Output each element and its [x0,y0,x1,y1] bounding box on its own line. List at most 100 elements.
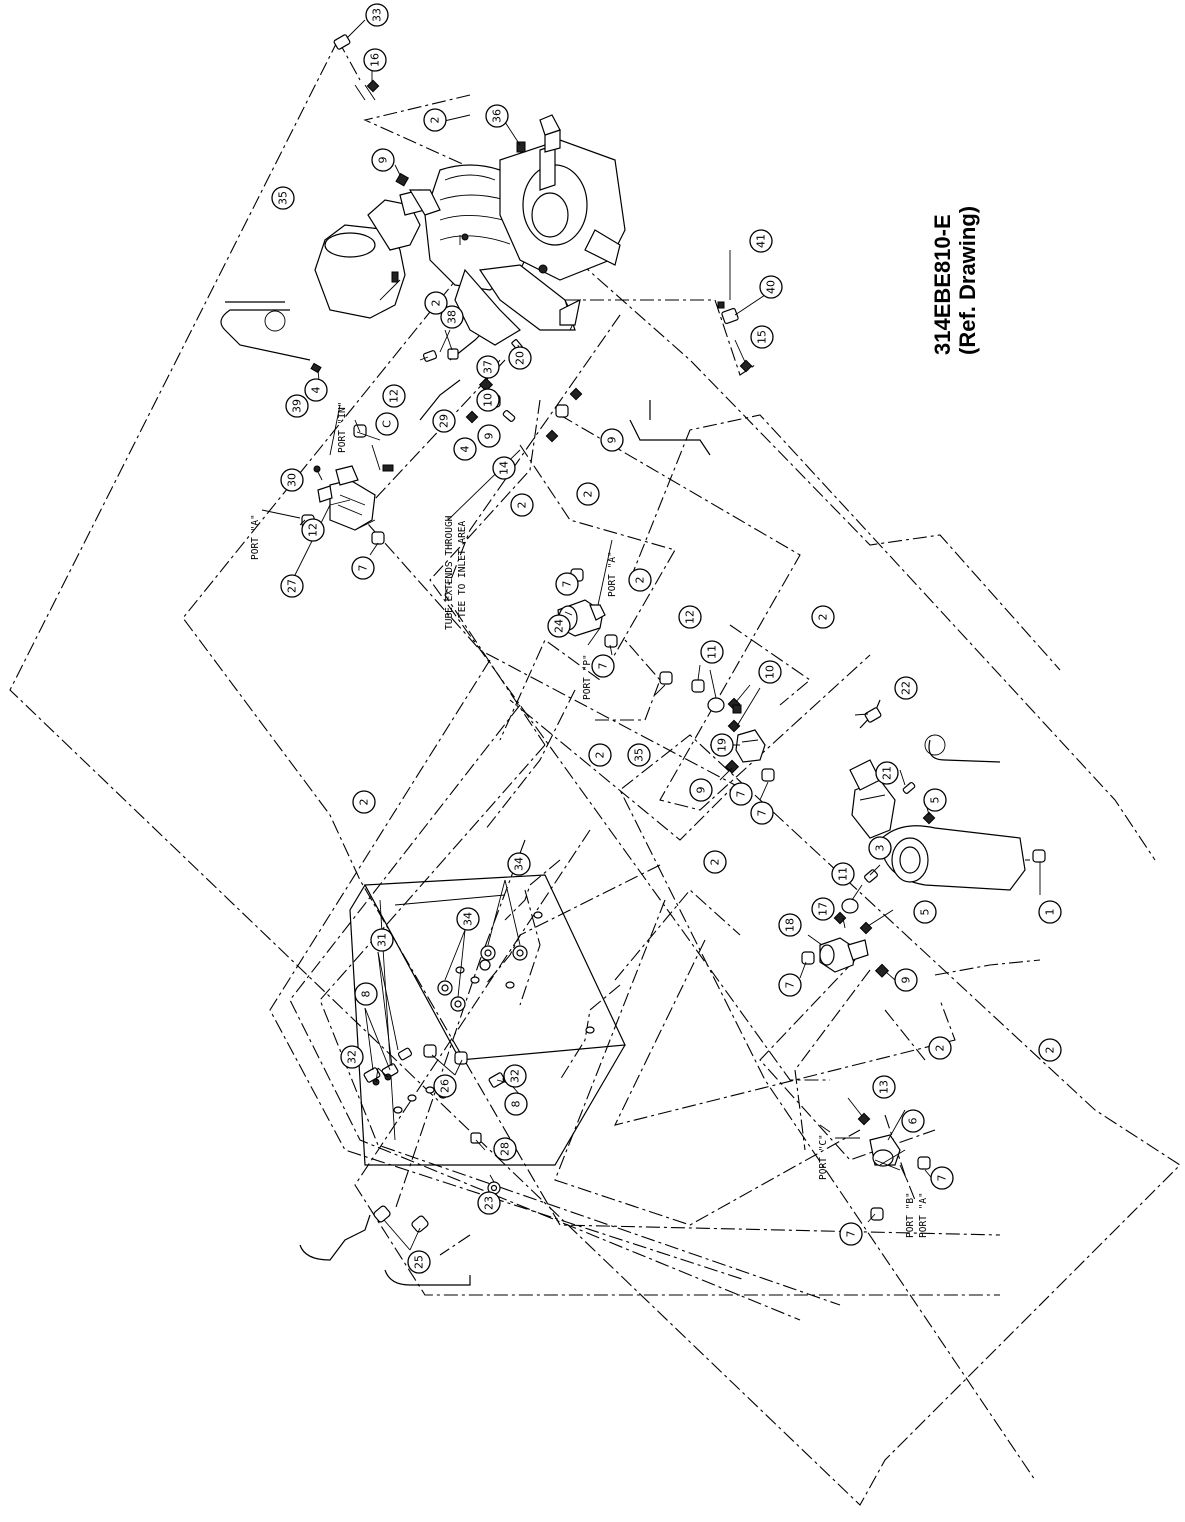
balloon-item-7: 7 [591,654,615,678]
balloon-item-3: 3 [868,836,892,860]
balloon-label: 7 [735,791,748,798]
balloon-item-16: 16 [363,48,387,72]
balloon-label: 37 [482,360,495,374]
balloon-item-25: 25 [407,1250,431,1274]
balloon-label: 6 [907,1118,920,1125]
valve-27 [317,465,376,531]
manifold-panel [349,874,626,1166]
balloon-label: 8 [360,991,373,998]
balloon-label: 32 [346,1050,359,1064]
balloon-item-6: 6 [901,1109,925,1133]
balloon-label: 16 [369,53,382,67]
balloon-item-15: 15 [750,325,774,349]
balloon-item-2: 2 [576,482,600,506]
balloon-item-19: 19 [710,733,734,757]
balloon-item-18: 18 [778,913,802,937]
balloon-label: 17 [817,902,830,916]
balloon-label: 4 [310,387,323,394]
balloon-item-26: 26 [433,1074,457,1098]
leader-lines [294,19,1041,1251]
balloon-item-33: 33 [365,3,389,27]
balloon-label: 2 [1044,1047,1057,1054]
balloon-item-7: 7 [778,973,802,997]
balloon-item-10: 10 [758,660,782,684]
balloon-item-31: 31 [370,928,394,952]
balloon-label: 14 [498,461,511,475]
balloon-label: 12 [307,523,320,537]
drawing-title: 314EBE810-E (Ref. Drawing) [930,206,980,355]
balloon-item-11: 11 [831,862,855,886]
balloon-label: 2 [709,859,722,866]
balloon-label: 9 [606,437,619,444]
label-port-in: PORT "IN" [337,402,348,453]
balloon-item-2: 2 [811,605,835,629]
balloon-item-9: 9 [477,424,501,448]
label-port-a-mid: PORT "A" [607,551,618,597]
balloon-item-21: 21 [875,761,899,785]
balloon-item-2: 2 [1038,1038,1062,1062]
balloon-label: 3 [874,845,887,852]
balloon-item-41: 41 [749,229,773,253]
tubing-routes [9,39,1181,1506]
balloon-label: C [381,420,394,428]
balloon-label: 2 [934,1045,947,1052]
balloon-item-2: 2 [703,850,727,874]
balloon-item-1: 1 [1038,900,1062,924]
balloon-item-12: 12 [678,605,702,629]
balloon-label: 4 [459,446,472,453]
balloon-label: 8 [510,1101,523,1108]
balloon-label: 32 [509,1069,522,1083]
balloon-label: 38 [446,310,459,324]
balloon-item-17: 17 [811,897,835,921]
valve-19 [735,729,766,763]
balloon-label: 36 [491,109,504,123]
balloon-item-13: 13 [872,1075,896,1099]
balloon-item-12: 12 [382,384,406,408]
balloon-item-24: 24 [547,614,571,638]
balloon-label: 12 [684,610,697,624]
balloon-label: 7 [357,565,370,572]
balloon-label: 27 [286,579,299,593]
balloon-item-7: 7 [839,1222,863,1246]
blower-assembly [424,114,626,346]
balloon-label: 15 [756,330,769,344]
balloon-label: 41 [755,234,768,248]
balloon-label: 10 [482,393,495,407]
label-port-b: PORT "B" [905,1192,916,1238]
balloon-label: 2 [358,799,371,806]
air-filter [314,189,441,319]
label-port-a-bottom: PORT "A" [918,1192,929,1238]
balloon-item-2: 2 [423,108,447,132]
balloon-label: 22 [900,681,913,695]
balloon-label: 9 [900,977,913,984]
balloon-label: 34 [462,912,475,926]
label-leaders [261,404,908,1181]
balloon-label: 35 [633,748,646,762]
balloon-item-27: 27 [280,574,304,598]
balloon-label: 7 [936,1175,949,1182]
balloon-item-C: C [375,412,399,436]
balloon-item-34: 34 [507,852,531,876]
balloon-item-38: 38 [440,305,464,329]
balloon-item-4: 4 [304,378,328,402]
balloon-item-7: 7 [930,1166,954,1190]
port-labels: PORT "A" PORT "IN" PORT "A" PORT "P" TUB… [250,402,929,1238]
balloon-item-39: 39 [285,394,309,418]
balloon-label: 7 [561,581,574,588]
valve-18 [819,937,869,973]
balloon-item-2: 2 [588,743,612,767]
balloon-label: 7 [784,982,797,989]
filter-bowl [849,759,1026,891]
balloon-label: 28 [499,1142,512,1156]
balloon-label: 5 [919,909,932,916]
balloon-label: 18 [784,918,797,932]
balloon-label: 11 [706,645,719,659]
balloon-label: 2 [429,117,442,124]
balloon-item-14: 14 [492,456,516,480]
balloon-item-2: 2 [510,493,534,517]
balloon-label: 7 [756,810,769,817]
balloon-item-2: 2 [352,790,376,814]
balloon-item-9: 9 [689,778,713,802]
balloon-label: 9 [695,787,708,794]
balloon-item-34: 34 [456,907,480,931]
